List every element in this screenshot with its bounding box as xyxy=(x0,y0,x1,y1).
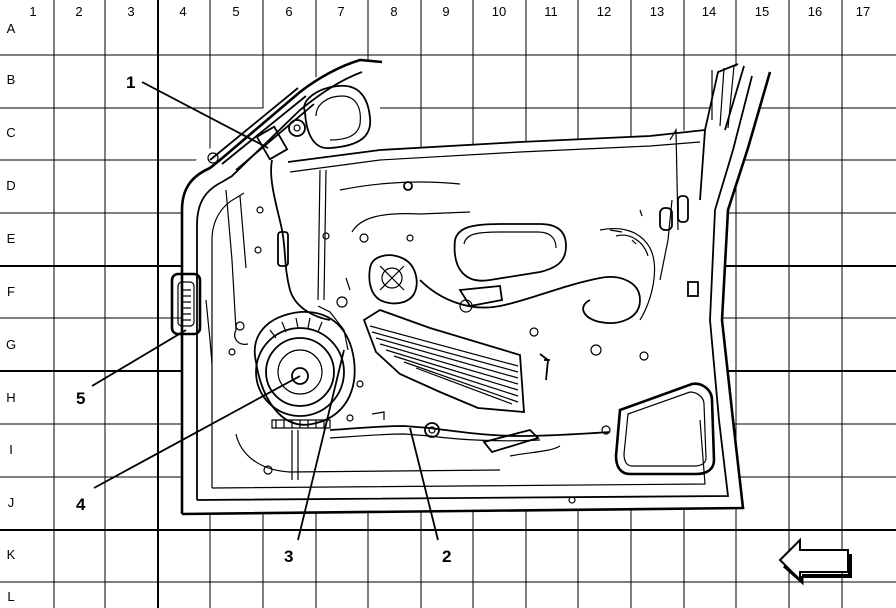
harness-clip xyxy=(277,231,289,267)
front-arrow-icon xyxy=(778,537,852,586)
latch-clip xyxy=(687,281,699,297)
column-label: 3 xyxy=(127,4,134,19)
motor-gear-lines xyxy=(379,265,405,291)
rear-lower-opening xyxy=(614,382,716,476)
window-regulator-motor xyxy=(368,254,418,305)
front-window-channel xyxy=(209,87,315,171)
row-label: L xyxy=(7,589,14,604)
column-label: 9 xyxy=(442,4,449,19)
lower-grommet xyxy=(424,422,440,438)
row-label: B xyxy=(7,72,16,87)
callout-4-leader xyxy=(93,375,301,489)
column-label: 13 xyxy=(650,4,664,19)
column-label: 7 xyxy=(337,4,344,19)
callouts: 1 2 3 4 5 xyxy=(76,73,451,566)
mirror-connector xyxy=(255,125,289,161)
column-label: 11 xyxy=(544,4,558,19)
door-outer-frame xyxy=(180,58,383,514)
panel-crease-lower xyxy=(351,211,471,233)
door-inner-bottom xyxy=(196,75,753,501)
latch-lever-slot xyxy=(659,207,673,231)
column-label: 14 xyxy=(702,4,716,19)
lower-panel-crease xyxy=(235,433,501,473)
mirror-housing-inner xyxy=(315,95,361,141)
column-label: 1 xyxy=(29,4,36,19)
window-channel-ribs xyxy=(711,65,735,129)
column-label: 4 xyxy=(179,4,186,19)
door-bottom-edge xyxy=(181,71,772,516)
row-label: K xyxy=(7,547,16,562)
window-guide-rail xyxy=(317,169,327,301)
door-inner-frame xyxy=(196,71,363,500)
callout-5-number: 5 xyxy=(76,389,85,408)
callout-4-number: 4 xyxy=(76,495,86,514)
door-trim-line xyxy=(211,192,245,488)
belt-line-inner xyxy=(289,141,701,173)
column-label: 8 xyxy=(390,4,397,19)
column-label: 12 xyxy=(597,4,611,19)
column-label: 17 xyxy=(856,4,870,19)
column-label: 6 xyxy=(285,4,292,19)
row-label: H xyxy=(6,390,15,405)
column-label: 10 xyxy=(492,4,506,19)
panel-crease xyxy=(339,181,461,191)
row-label: G xyxy=(6,337,16,352)
column-label: 15 xyxy=(755,4,769,19)
row-label: A xyxy=(7,21,16,36)
rail-clip xyxy=(539,353,550,381)
regulator-rail xyxy=(362,309,525,413)
door-panel-backing xyxy=(182,60,772,514)
row-label: D xyxy=(6,178,15,193)
row-label: C xyxy=(6,125,15,140)
mirror-mount-bolt xyxy=(288,119,306,137)
mirror-housing xyxy=(303,84,371,149)
callout-5-leader xyxy=(91,329,187,387)
callout-3-leader xyxy=(297,349,345,541)
regulator-cable-upper xyxy=(419,276,641,324)
rail-hatching xyxy=(369,325,519,405)
row-label: E xyxy=(7,231,16,246)
rear-window-channel xyxy=(699,63,745,201)
harness-connector-bottom xyxy=(482,428,540,454)
upper-access-opening xyxy=(453,223,567,282)
callout-1-number: 1 xyxy=(126,73,135,92)
row-label: I xyxy=(9,442,13,457)
column-label: 5 xyxy=(232,4,239,19)
window-belt-line xyxy=(287,129,706,163)
row-label: J xyxy=(8,495,15,510)
lower-wiring-harness xyxy=(329,425,611,437)
column-labels: 1 2 3 4 5 6 7 8 9 10 11 12 13 14 15 16 1… xyxy=(29,4,870,19)
column-label: 16 xyxy=(808,4,822,19)
column-label: 2 xyxy=(75,4,82,19)
row-labels: A B C D E F G H I J K L xyxy=(6,21,16,604)
callout-2-leader xyxy=(409,427,439,541)
door-trim-bottom xyxy=(211,419,706,489)
callout-1-leader xyxy=(141,81,269,149)
regulator-cable-rear xyxy=(599,227,656,321)
pocket-lamp-housing xyxy=(170,272,202,336)
row-label: F xyxy=(7,284,15,299)
cable-guide-block xyxy=(458,285,504,307)
front-door-inner-panel xyxy=(170,58,772,516)
door-speaker xyxy=(228,305,356,429)
callout-3-number: 3 xyxy=(284,547,293,566)
callout-2-number: 2 xyxy=(442,547,451,566)
